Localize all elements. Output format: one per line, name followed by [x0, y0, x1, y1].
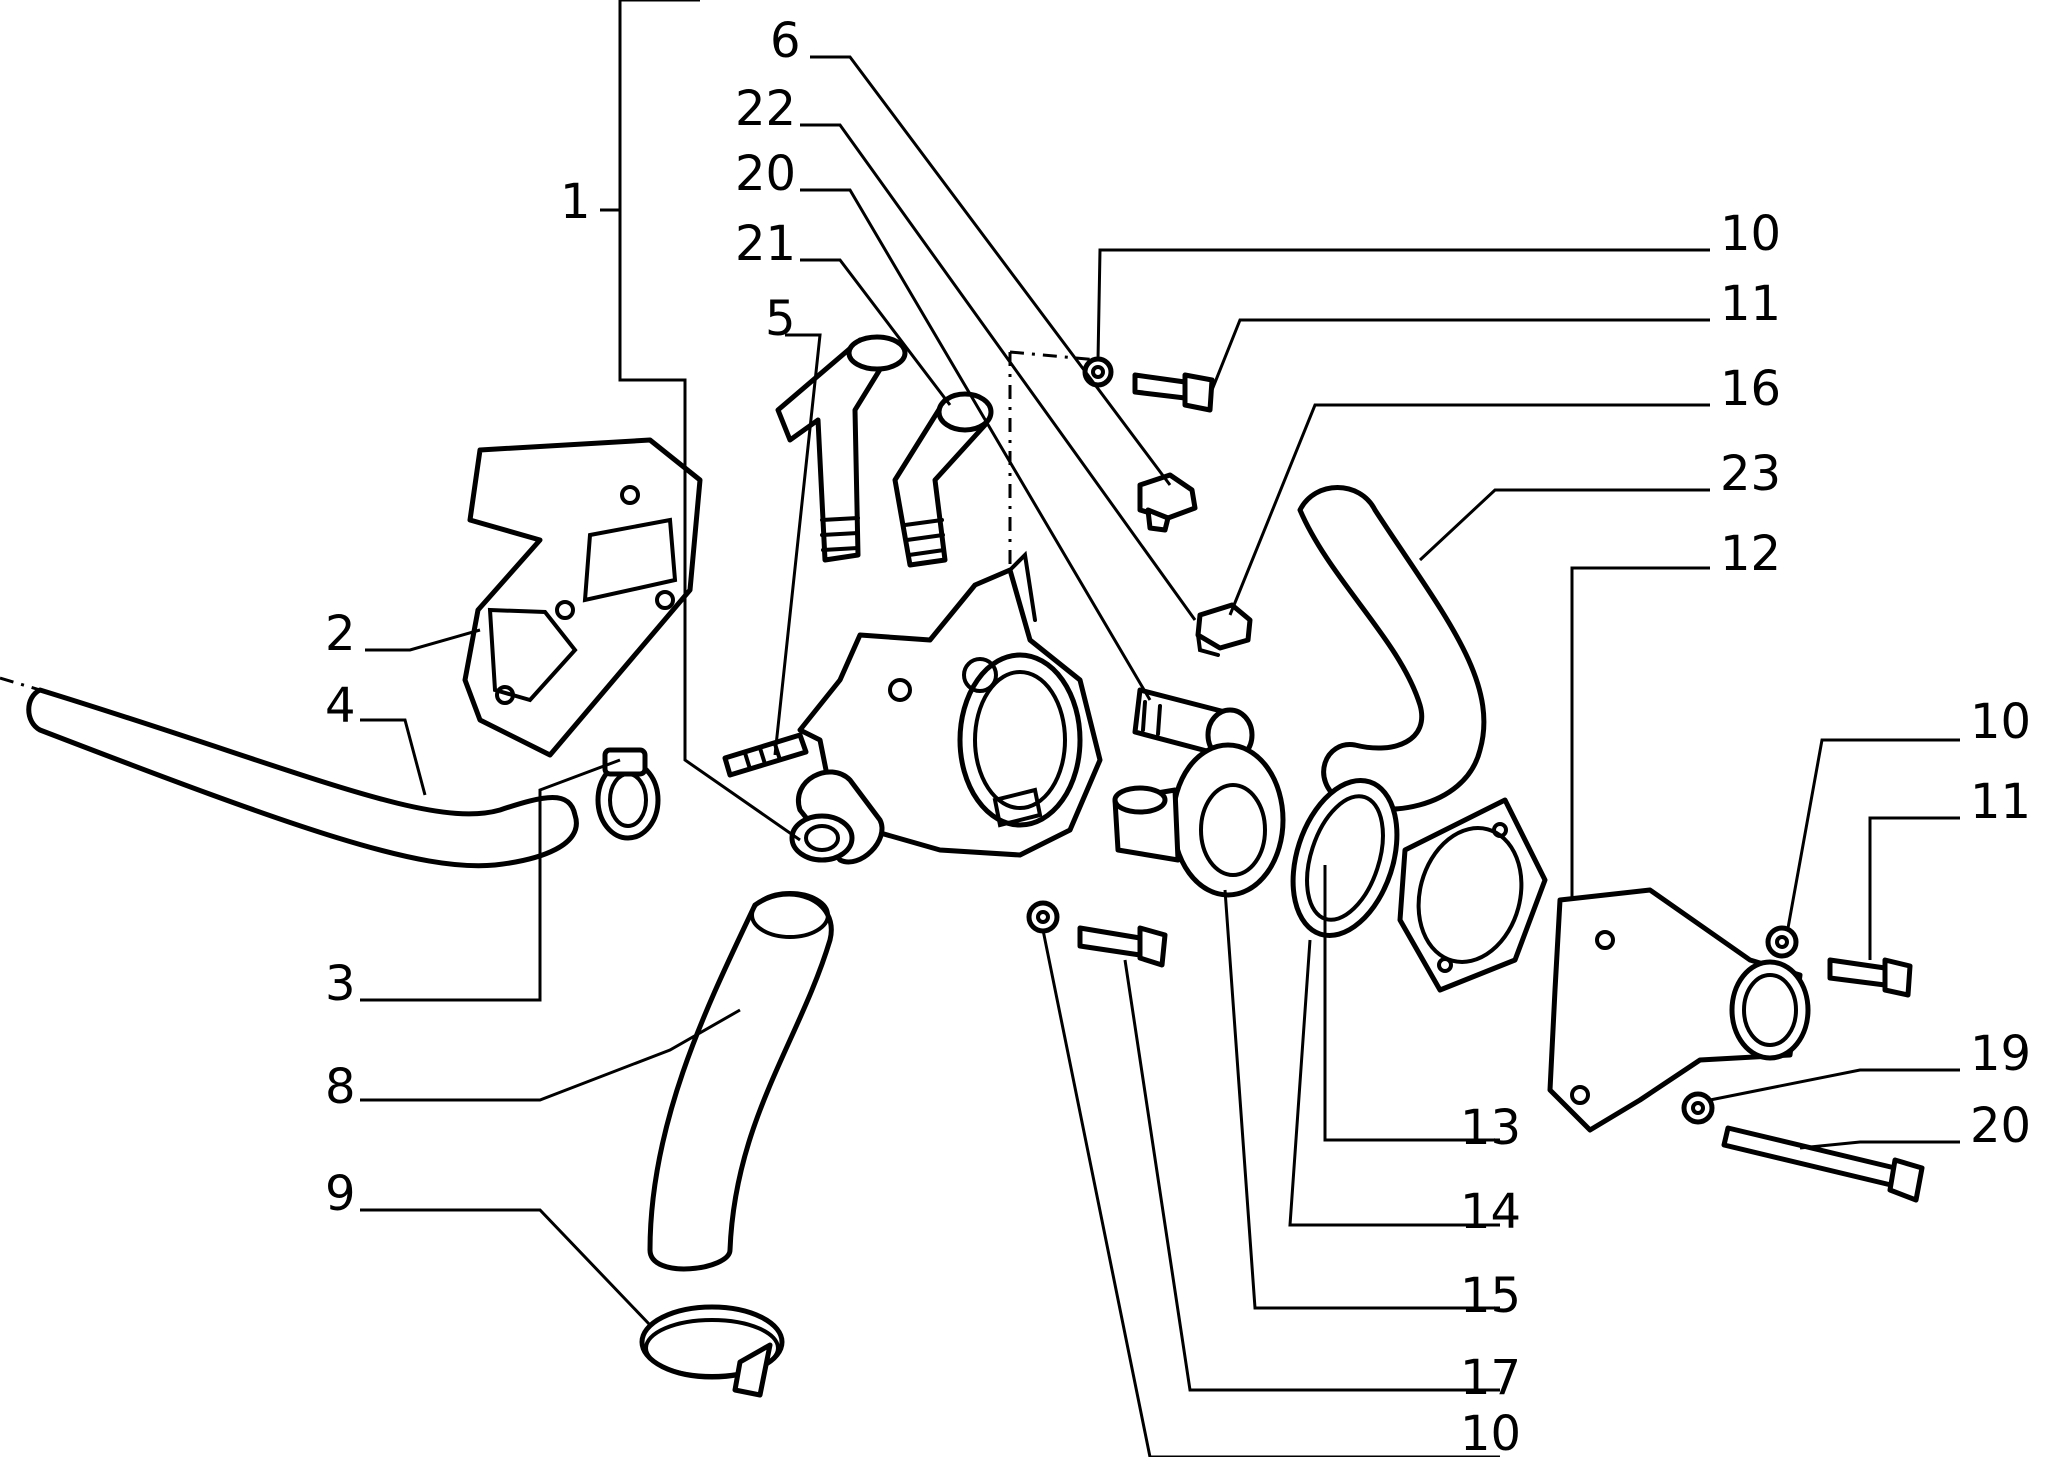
callout-1: 1	[560, 174, 591, 230]
callout-14: 14	[1460, 1184, 1521, 1240]
callout-3: 3	[325, 956, 356, 1012]
callout-19: 19	[1970, 1026, 2031, 1082]
callout-23: 23	[1720, 446, 1781, 502]
pipe-part-21	[775, 334, 908, 563]
thermostat-housing-part-1	[789, 550, 1103, 865]
callout-11-right: 11	[1970, 774, 2031, 830]
callout-16: 16	[1720, 361, 1781, 417]
gasket-part-2	[462, 437, 703, 758]
washer-part-10-bottom	[1026, 900, 1060, 934]
callout-13: 13	[1460, 1100, 1521, 1156]
plug-part-16	[1195, 602, 1253, 657]
callout-12: 12	[1720, 526, 1781, 582]
callout-5: 5	[765, 291, 796, 347]
callout-17: 17	[1460, 1350, 1521, 1406]
callout-10-top: 10	[1720, 206, 1781, 262]
plug-part-6	[1137, 472, 1198, 533]
o-ring-part-14	[1290, 777, 1400, 939]
gasket-part-13	[1397, 797, 1548, 993]
callout-21: 21	[735, 216, 796, 272]
hose-part-8	[647, 891, 834, 1272]
bolt-part-11-top	[1132, 372, 1215, 413]
callout-9: 9	[325, 1166, 356, 1222]
callout-10-right: 10	[1970, 694, 2031, 750]
bolt-part-20-right	[1721, 1125, 1925, 1203]
stud-part-5	[722, 732, 809, 778]
callout-20-right: 20	[1970, 1098, 2031, 1154]
leader-lines	[360, 0, 1960, 1457]
callout-11-top: 11	[1720, 276, 1781, 332]
callout-labels: 1 2 3 4 5 6 8 9 10 10 10 11 11 12 13 14 …	[325, 13, 2031, 1457]
hose-part-4	[0, 676, 579, 869]
callout-2: 2	[325, 606, 356, 662]
pipe-part-20-elbow	[892, 391, 994, 568]
callout-20-top: 20	[735, 146, 796, 202]
clip-part-3	[595, 747, 661, 841]
clamp-part-9	[639, 1304, 785, 1398]
callout-6: 6	[770, 13, 801, 69]
callout-8: 8	[325, 1059, 356, 1115]
bolt-part-11-right	[1827, 957, 1913, 998]
washer-part-10-right	[1765, 925, 1799, 959]
washer-part-19	[1681, 1091, 1715, 1125]
bolt-part-17	[1077, 925, 1168, 968]
callout-22: 22	[735, 81, 796, 137]
callout-10-bottom: 10	[1460, 1406, 1521, 1457]
hose-part-23	[1297, 485, 1487, 812]
thermostat-part-15	[1112, 742, 1286, 898]
callout-15: 15	[1460, 1268, 1521, 1324]
callout-4: 4	[325, 678, 356, 734]
cover-part-12	[1547, 887, 1811, 1133]
